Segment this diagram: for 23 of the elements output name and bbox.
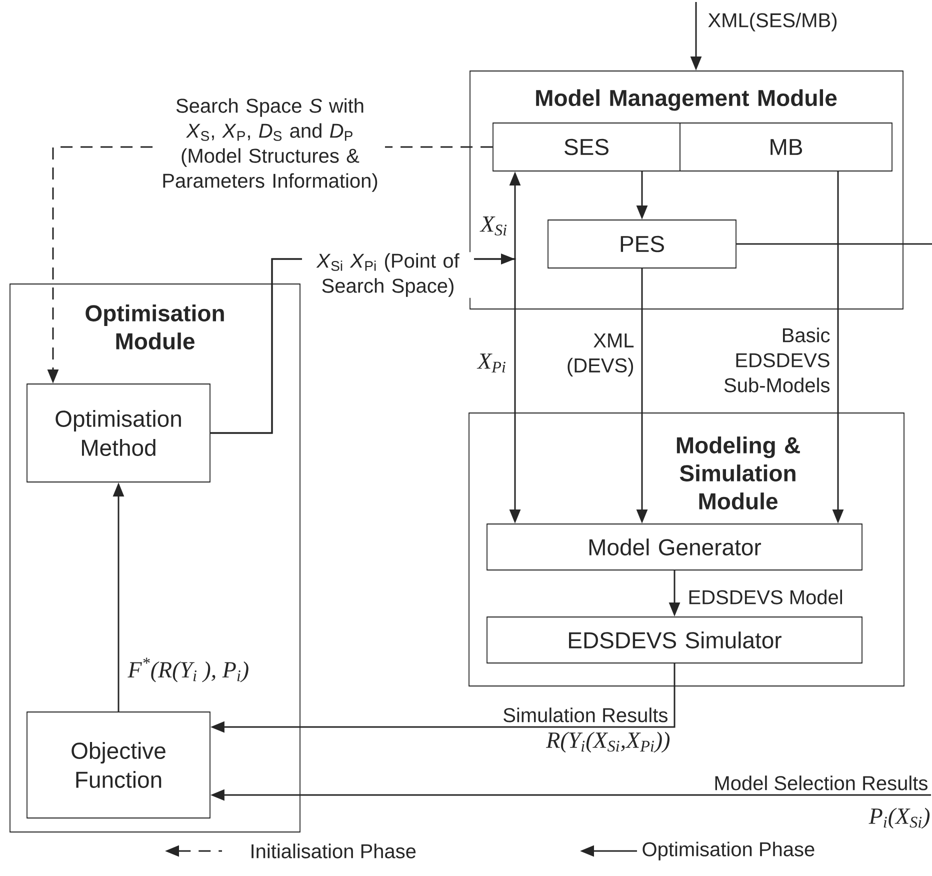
edge-label: F$^{*}$(R(Y$_{i}$ ), P$_{i}$) <box>128 658 248 682</box>
edge-label: EDSDEVS Model <box>689 590 842 604</box>
edge-label: Search Space S with X$_{S}$, X$_{P}$, D$_{S}$ and D$_{P}$ (Model Structures & Parameters Information) <box>155 97 385 193</box>
legend-label: Optimisation Phase <box>642 842 814 860</box>
legend-label: Initialisation Phase <box>252 844 416 858</box>
process-box: Optimisation Method <box>26 384 210 482</box>
annotation-text: X$_{Si}$ X$_{Pi}$ (Point of Search Space) <box>302 252 474 298</box>
process-box: PES <box>548 220 736 268</box>
edge-label: Basic EDSDEVS Sub-Models <box>724 328 830 392</box>
edge-label: X$_{Pi}$ <box>476 354 506 372</box>
annotation-text: R(Y$_{i}$(X$_{Si}$,X$_{Pi}$)) <box>546 732 670 753</box>
edge-label: Simulation Results <box>504 708 668 722</box>
process-box: MB <box>680 122 892 172</box>
annotation-text: P$_{i}$(X$_{Si}$) <box>868 808 930 829</box>
process-box: SES <box>492 122 680 172</box>
process-box: Model Generator <box>486 524 862 570</box>
process-box: EDSDEVS Simulator <box>486 616 862 664</box>
edge-label: XML (DEVS) <box>568 334 634 376</box>
edge-label: Model Selection Results <box>715 776 928 790</box>
edge-label: XML(SES/MB) <box>708 12 837 32</box>
edge-label: X$_{Si}$ <box>480 216 507 236</box>
process-box: Objective Function <box>26 712 210 818</box>
line <box>736 243 932 245</box>
